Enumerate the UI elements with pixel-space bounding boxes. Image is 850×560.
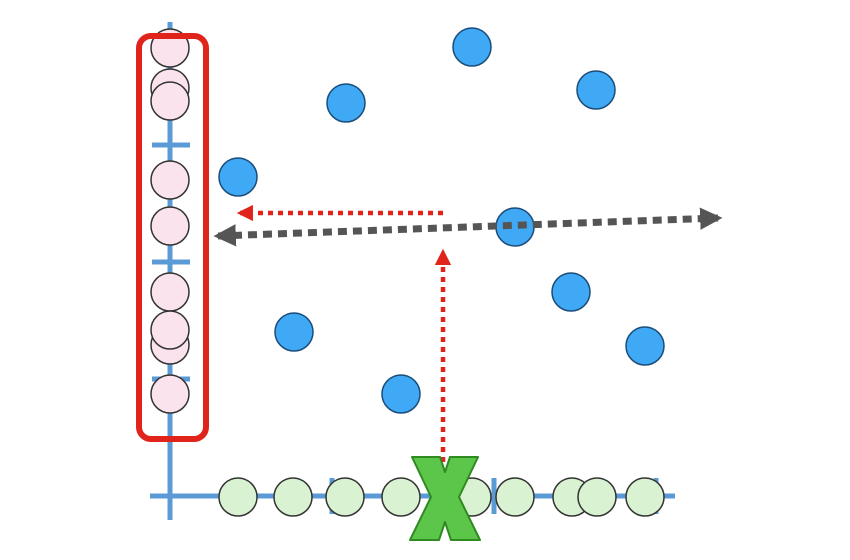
x-projection-points — [218, 477, 665, 517]
data-point — [274, 312, 314, 352]
data-point — [495, 207, 535, 247]
projected-point-y — [150, 310, 190, 350]
data-point — [551, 272, 591, 312]
projected-point-x — [495, 477, 535, 517]
projected-point-y — [150, 160, 190, 200]
data-point — [218, 157, 258, 197]
x-mark-icon — [409, 456, 481, 541]
data-point — [576, 70, 616, 110]
double-arrow-icon — [213, 207, 723, 247]
red-projection-arrows — [236, 204, 452, 462]
projected-point-x — [273, 477, 313, 517]
data-point — [452, 27, 492, 67]
projected-point-x — [577, 477, 617, 517]
data-point — [326, 83, 366, 123]
projected-point-x — [325, 477, 365, 517]
data-point — [381, 374, 421, 414]
projected-point-x — [625, 477, 665, 517]
projected-point-x — [381, 477, 421, 517]
projected-point-y — [150, 272, 190, 312]
y-projection-highlight-box — [136, 33, 209, 442]
projected-point-x — [218, 477, 258, 517]
y-projection-points — [150, 28, 190, 414]
projected-point-y — [150, 374, 190, 414]
projected-point-y — [150, 81, 190, 121]
projected-point-y — [150, 206, 190, 246]
data-point — [625, 326, 665, 366]
